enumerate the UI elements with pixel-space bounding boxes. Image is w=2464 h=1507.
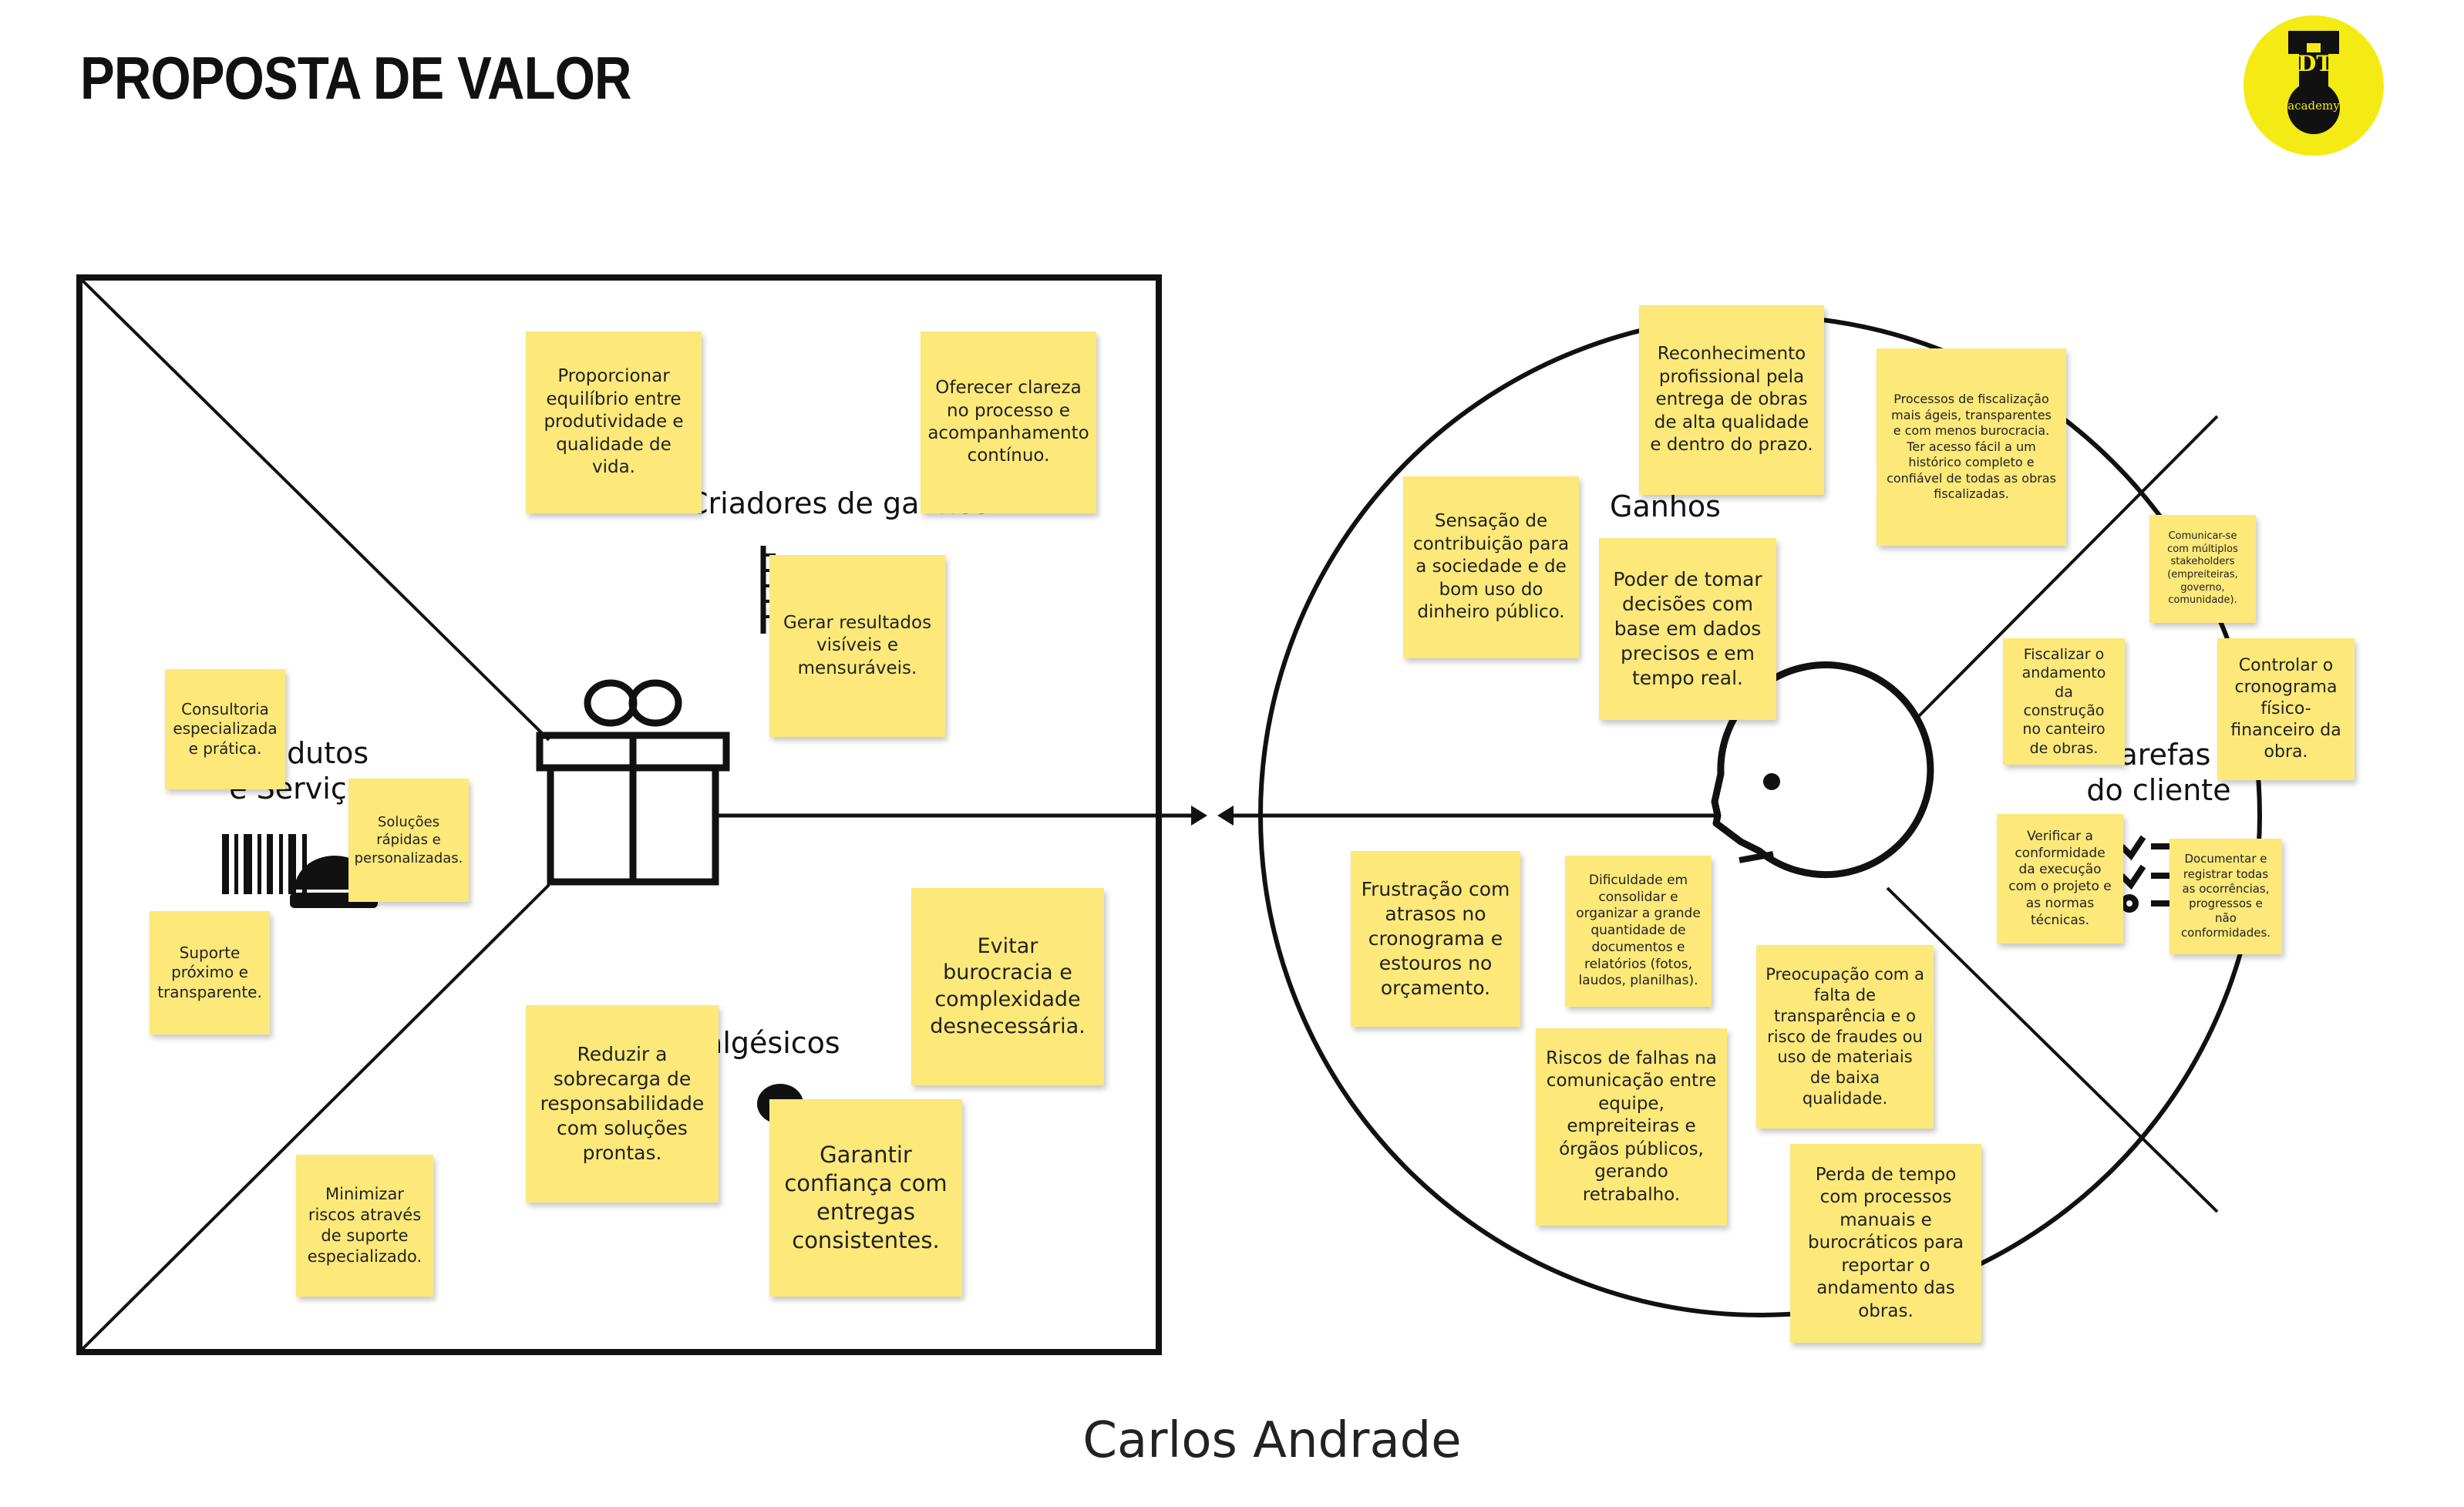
barcode-icon: [222, 834, 307, 894]
sticky-note[interactable]: Documentar e registrar todas as ocorrênc…: [2169, 839, 2282, 954]
sticky-note[interactable]: Verificar a conformidade da execução com…: [1997, 814, 2123, 944]
sticky-note[interactable]: Dificuldade em consolidar e organizar a …: [1565, 856, 1712, 1007]
circle-divider-bottom: [1886, 886, 2219, 1213]
sticky-note[interactable]: Suporte próximo e transparente.: [150, 911, 270, 1034]
sticky-note[interactable]: Consultoria especializada e prática.: [165, 669, 285, 789]
sticky-note[interactable]: Reconhecimento profissional pela entrega…: [1639, 305, 1824, 495]
value-map-diagonal-bottom: [79, 883, 550, 1352]
arrow-left-head: [1217, 806, 1234, 826]
page-title: PROPOSTA DE VALOR: [80, 44, 631, 112]
persona-name: Carlos Andrade: [1082, 1412, 1462, 1469]
jobs-label-line2: do cliente: [2086, 773, 2231, 807]
arrow-right-head: [1191, 806, 1207, 826]
logo-badge-icon: [2287, 31, 2340, 134]
sticky-note[interactable]: Fiscalizar o andamento da construção no …: [2003, 638, 2125, 765]
logo-text-bottom: academy: [2287, 99, 2340, 113]
sticky-note[interactable]: Garantir confiança com entregas consiste…: [769, 1099, 962, 1297]
sticky-note[interactable]: Preocupação com a falta de transparência…: [1756, 945, 1934, 1129]
sticky-note[interactable]: Proporcionar equilíbrio entre produtivid…: [526, 331, 702, 513]
sticky-note[interactable]: Processos de fiscalização mais ágeis, tr…: [1877, 348, 2066, 546]
sticky-note[interactable]: Frustração com atrasos no cronograma e e…: [1351, 851, 1520, 1027]
value-map-diagonal-top: [79, 278, 550, 742]
sticky-note[interactable]: Comunicar-se com múltiplos stakeholders …: [2149, 515, 2256, 623]
sticky-note[interactable]: Reduzir a sobrecarga de responsabilidade…: [526, 1005, 719, 1203]
sticky-note[interactable]: Riscos de falhas na comunicação entre eq…: [1536, 1028, 1727, 1226]
circle-divider-top: [1893, 415, 2219, 742]
dt-academy-logo: DT academy: [2244, 15, 2384, 156]
sticky-note[interactable]: Controlar o cronograma físico-financeiro…: [2217, 638, 2355, 780]
checklist-icon: [2119, 835, 2174, 913]
sticky-note[interactable]: Gerar resultados visíveis e mensuráveis.: [769, 555, 945, 737]
logo-text-top: DT: [2297, 51, 2333, 76]
gains-label: Ganhos: [1610, 489, 1721, 523]
sticky-note[interactable]: Evitar burocracia e complexidade desnece…: [911, 888, 1104, 1085]
sticky-note[interactable]: Poder de tomar decisões com base em dado…: [1599, 538, 1776, 720]
sticky-note[interactable]: Oferecer clareza no processo e acompanha…: [921, 331, 1096, 513]
jobs-label: Tarefas do cliente: [2082, 737, 2236, 808]
gift-icon: [536, 679, 730, 886]
sticky-note[interactable]: Sensação de contribuição para a sociedad…: [1403, 476, 1579, 658]
sticky-note[interactable]: Soluções rápidas e personalizadas.: [348, 779, 469, 902]
sticky-note[interactable]: Perda de tempo com processos manuais e b…: [1790, 1144, 1981, 1343]
sticky-note[interactable]: Minimizar riscos através de suporte espe…: [296, 1155, 433, 1297]
